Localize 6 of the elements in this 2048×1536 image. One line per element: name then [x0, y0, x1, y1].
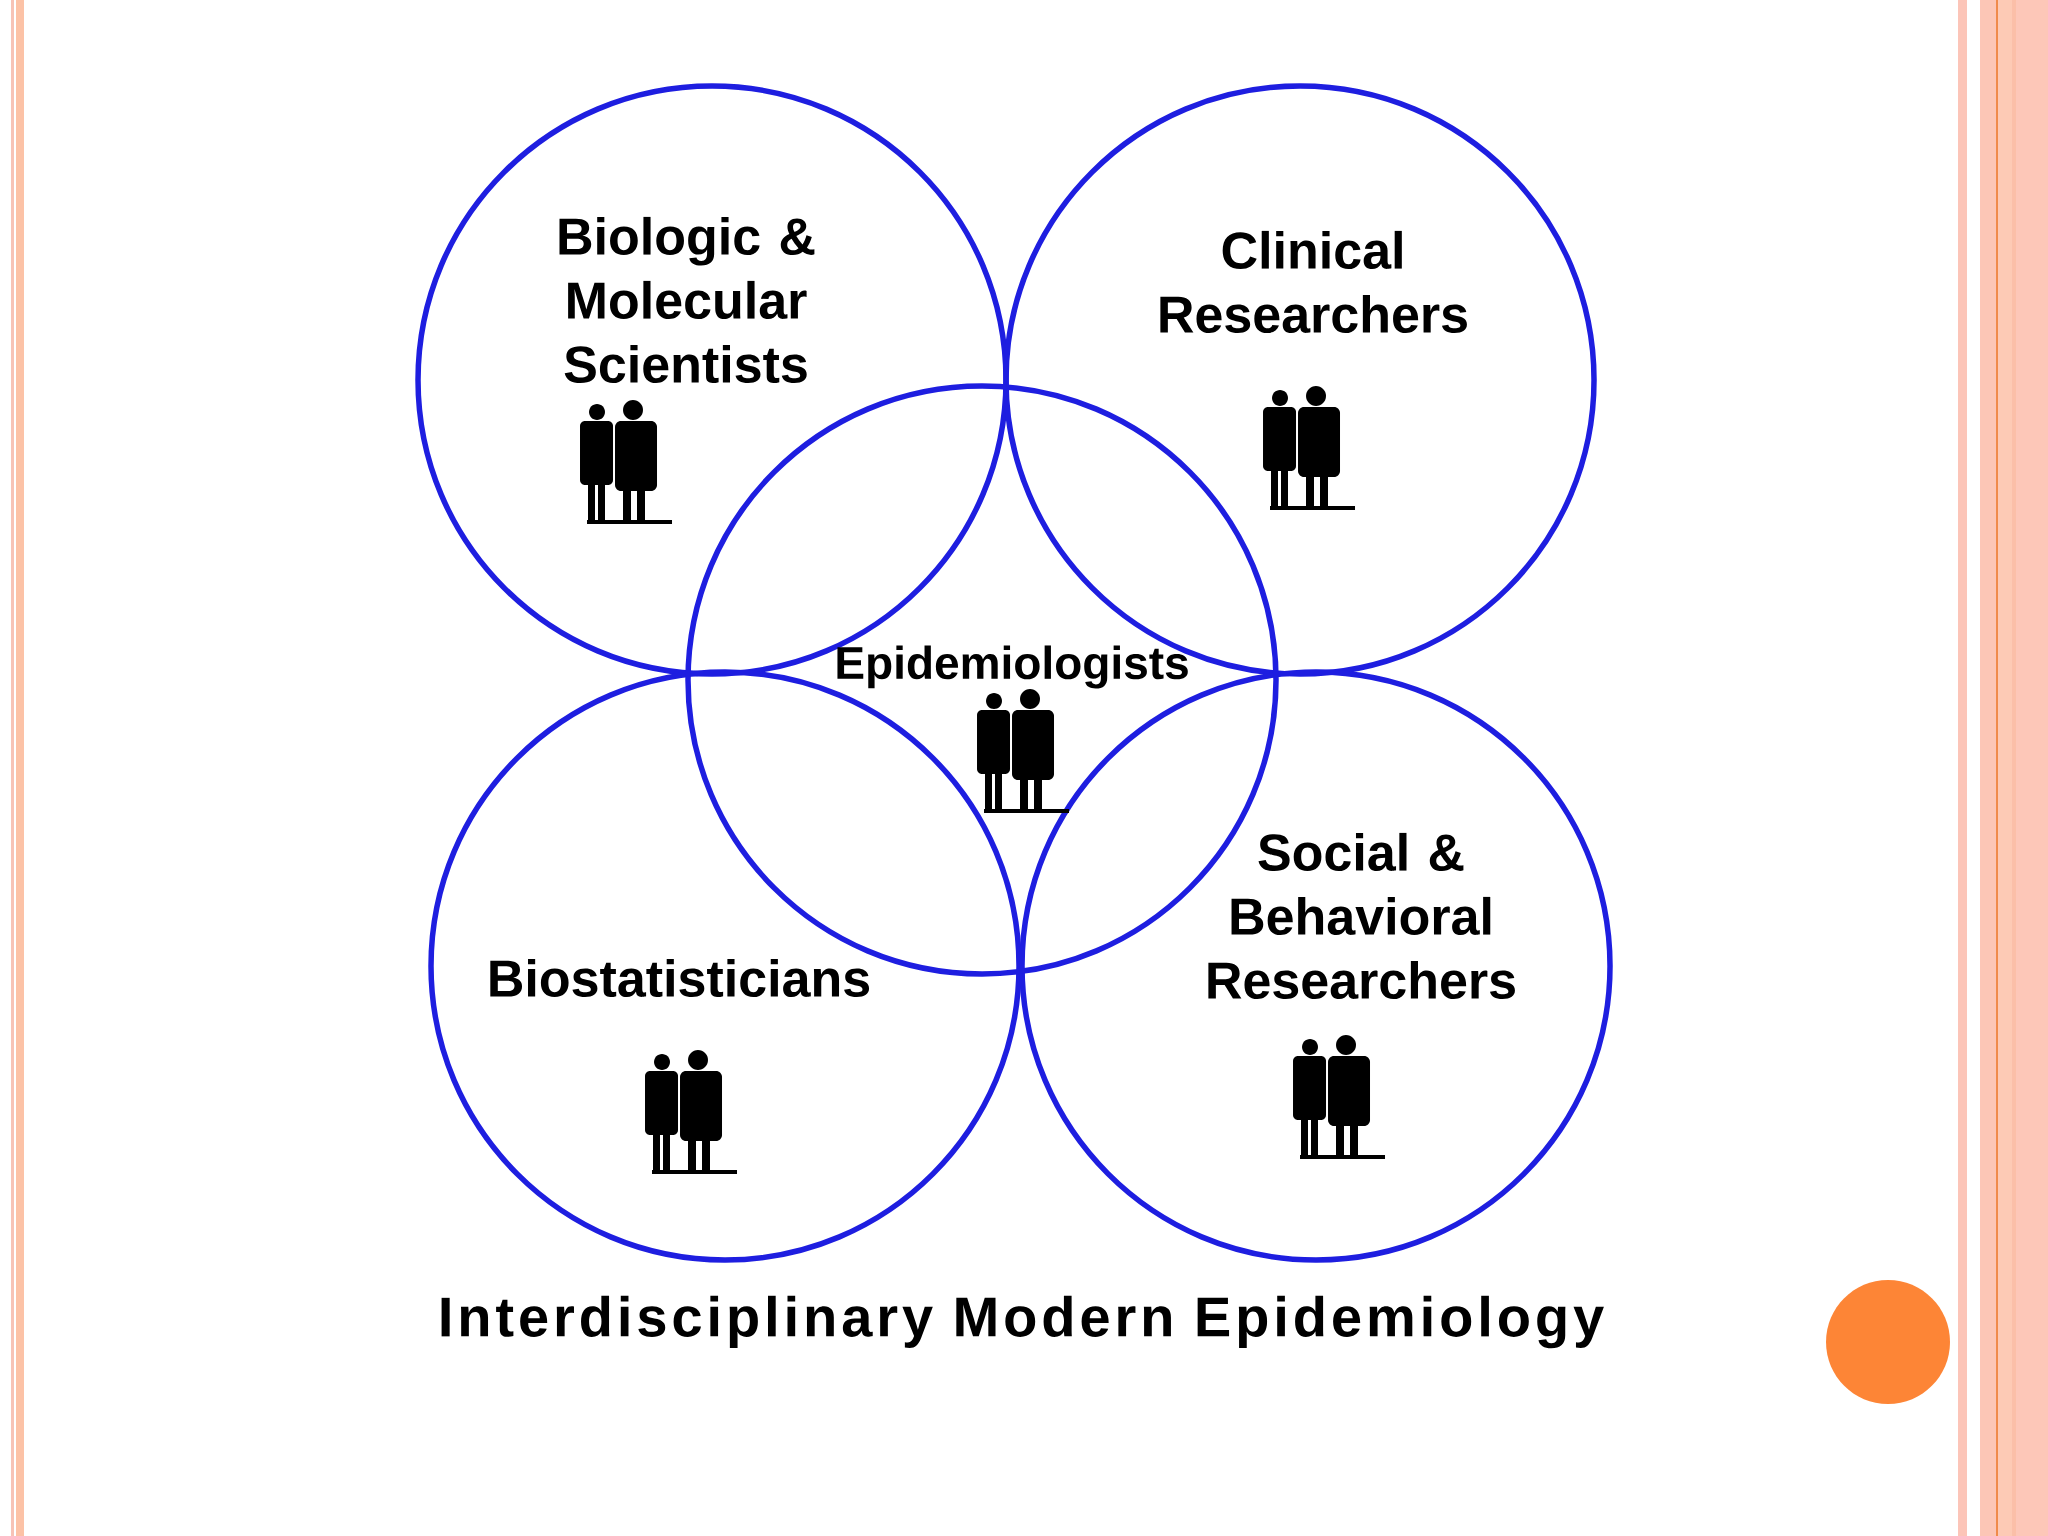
circle-label: Clinical Researchers	[1160, 230, 1467, 334]
circle-label: Biologic & Molecular Scientists	[559, 216, 815, 384]
circle-label: Epidemiologists	[837, 645, 1188, 689]
circle-label: Biostatisticians	[490, 958, 870, 998]
caption: Interdisciplinary Modern Epidemiology	[441, 1295, 1604, 1349]
circle-label: Social & Behavioral Researchers	[1208, 832, 1515, 1000]
